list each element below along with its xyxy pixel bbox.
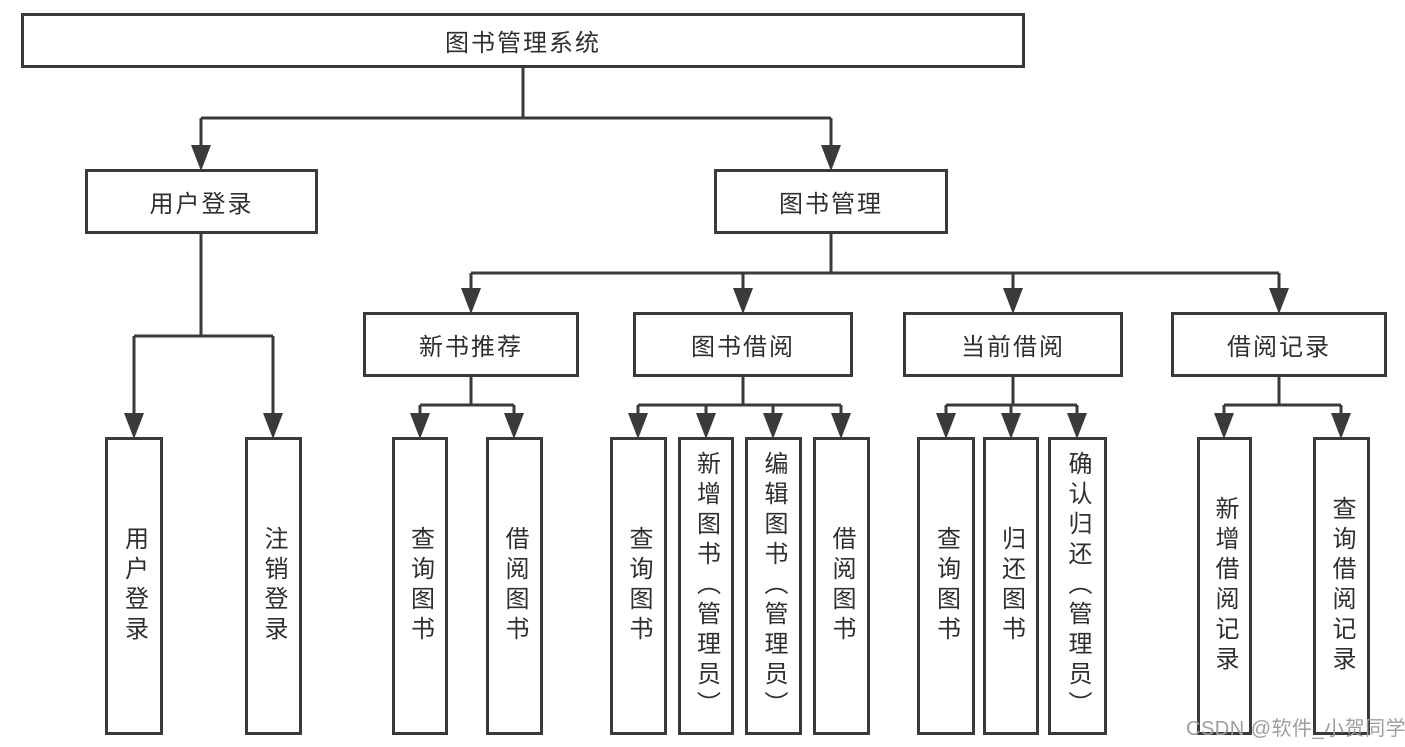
leaf-confirm-return-admin: 确认归还（管理员） (1048, 437, 1107, 735)
leaf-query-books-borrowing: 查询图书 (610, 437, 667, 735)
leaf-query-books-current: 查询图书 (917, 437, 975, 735)
leaf-query-books-recommend: 查询图书 (392, 437, 448, 735)
csdn-watermark: CSDN @软件_小贺同学 (1186, 718, 1405, 740)
node-current-borrowing: 当前借阅 (903, 312, 1123, 377)
leaf-borrow-books-borrowing: 借阅图书 (813, 437, 870, 735)
leaf-add-borrow-record: 新增借阅记录 (1197, 437, 1252, 735)
leaf-query-borrow-record: 查询借阅记录 (1313, 437, 1370, 735)
node-user-login: 用户登录 (85, 169, 318, 234)
node-borrowing-records: 借阅记录 (1171, 312, 1387, 377)
leaf-borrow-books-recommend: 借阅图书 (486, 437, 543, 735)
leaf-user-login: 用户登录 (105, 437, 163, 735)
node-book-management: 图书管理 (714, 169, 948, 234)
leaf-edit-books-admin: 编辑图书（管理员） (745, 437, 802, 735)
leaf-logout: 注销登录 (245, 437, 302, 735)
node-new-book-recommendation: 新书推荐 (363, 312, 579, 377)
leaf-return-books: 归还图书 (983, 437, 1039, 735)
node-library-management-system: 图书管理系统 (21, 13, 1025, 68)
leaf-add-books-admin: 新增图书（管理员） (678, 437, 734, 735)
node-book-borrowing: 图书借阅 (633, 312, 853, 377)
